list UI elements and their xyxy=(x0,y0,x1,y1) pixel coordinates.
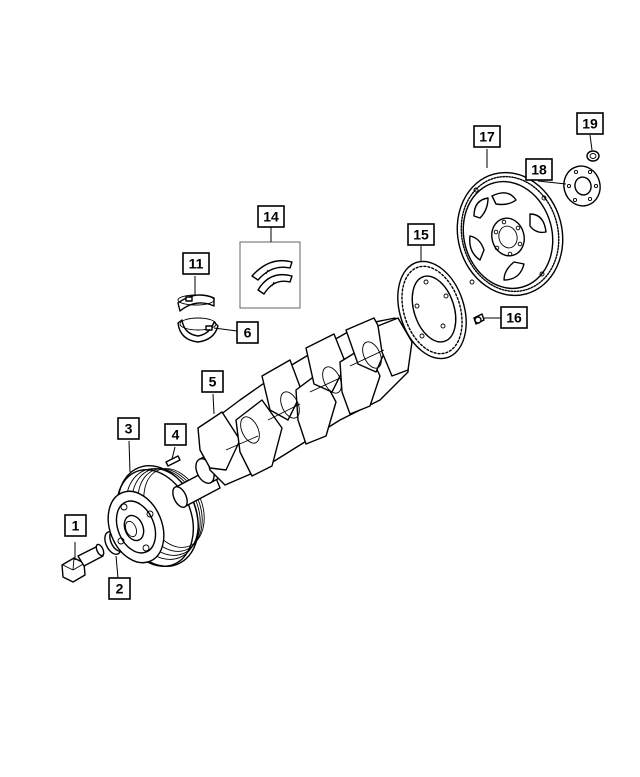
svg-text:16: 16 xyxy=(506,310,522,326)
callout-4: 4 xyxy=(164,423,187,446)
thrust-washer-set xyxy=(239,241,301,309)
svg-text:15: 15 xyxy=(413,227,429,243)
callout-3: 3 xyxy=(117,417,140,440)
svg-text:3: 3 xyxy=(125,421,133,437)
svg-text:14: 14 xyxy=(263,209,279,225)
svg-text:6: 6 xyxy=(244,325,252,341)
callout-1: 1 xyxy=(64,514,87,537)
pilot-bushing xyxy=(586,150,600,162)
svg-text:2: 2 xyxy=(116,581,124,597)
callout-6: 6 xyxy=(236,321,259,344)
tone-wheel xyxy=(397,260,467,360)
svg-text:4: 4 xyxy=(172,427,180,443)
flexplate-spacer xyxy=(563,165,601,207)
crankshaft xyxy=(172,317,413,508)
callout-11: 11 xyxy=(182,252,210,275)
callout-18: 18 xyxy=(525,158,553,181)
svg-text:17: 17 xyxy=(479,129,495,145)
callout-5: 5 xyxy=(201,370,224,393)
svg-text:5: 5 xyxy=(209,374,217,390)
woodruff-key xyxy=(165,455,181,467)
callout-2: 2 xyxy=(108,577,131,600)
crankshaft-bolt xyxy=(61,543,105,583)
callout-16: 16 xyxy=(500,306,528,329)
svg-text:18: 18 xyxy=(531,162,547,178)
svg-text:1: 1 xyxy=(72,518,80,534)
callout-19: 19 xyxy=(576,112,604,135)
main-bearing-set xyxy=(177,294,219,343)
flexplate-bolt xyxy=(473,313,485,325)
callout-14: 14 xyxy=(257,205,285,228)
flexplate xyxy=(456,171,564,297)
callout-17: 17 xyxy=(473,125,501,148)
svg-text:19: 19 xyxy=(582,116,598,132)
svg-text:11: 11 xyxy=(189,256,204,272)
leader-lines xyxy=(74,134,593,579)
callout-15: 15 xyxy=(407,223,435,246)
